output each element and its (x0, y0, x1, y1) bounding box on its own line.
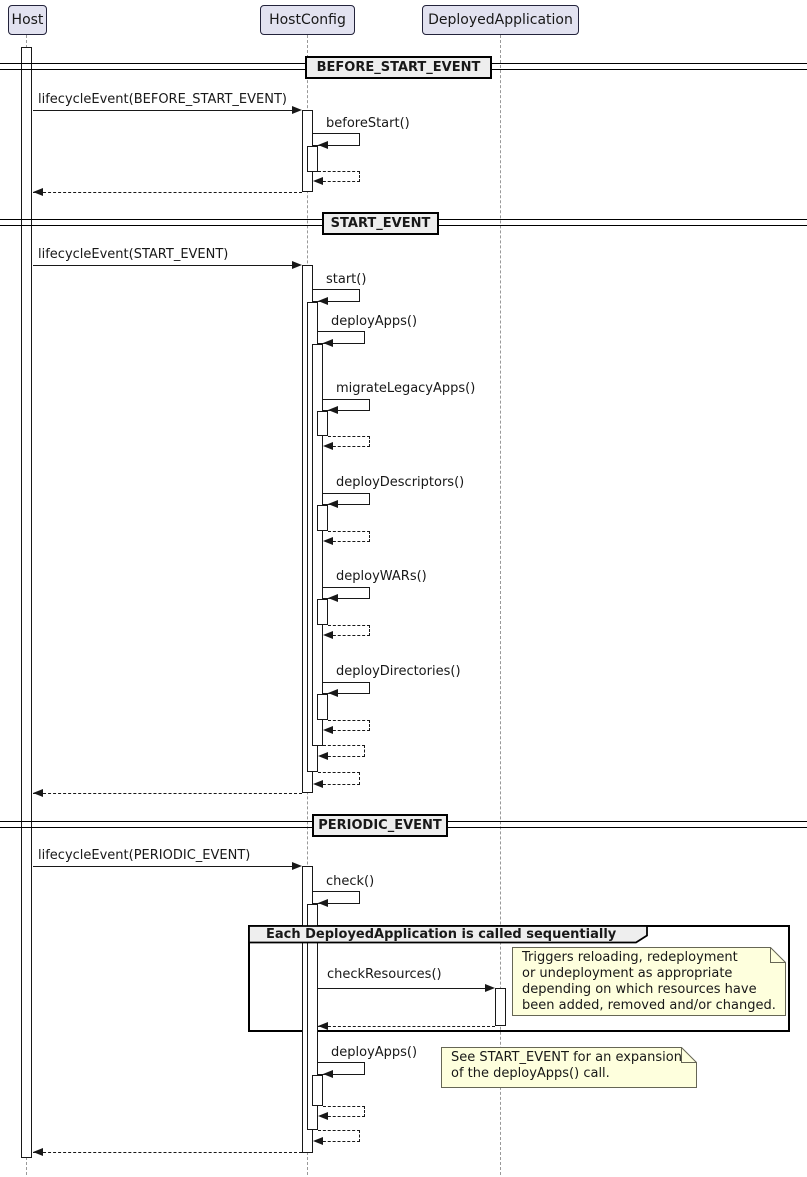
arrowhead-icon (33, 789, 43, 797)
note-background (512, 947, 786, 1016)
arrowhead-icon (328, 500, 338, 508)
arrowhead-icon (323, 631, 333, 639)
return-lifecycle-start (33, 793, 302, 794)
message-label-deploy-apps-periodic: deployApps() (331, 1045, 418, 1060)
self-call-deploy-descriptors (323, 493, 370, 505)
arrowhead-icon (318, 899, 328, 907)
arrowhead-icon (323, 726, 333, 734)
activation-bar-check (307, 904, 318, 1130)
arrowhead-icon (328, 594, 338, 602)
activation-bar-deploy-apps-periodic (312, 1075, 323, 1106)
arrowhead-icon (313, 780, 323, 788)
message-label-deploy-wars: deployWARs() (336, 569, 427, 584)
arrowhead-icon (328, 406, 338, 414)
message-label-deploy-directories: deployDirectories() (336, 664, 461, 679)
arrowhead-icon (292, 862, 302, 870)
message-label-deploy-apps-start: deployApps() (331, 314, 418, 329)
divider-periodic-event: PERIODIC_EVENT (312, 814, 448, 837)
self-return-check (318, 1130, 360, 1142)
participant-hostconfig-label: HostConfig (269, 12, 346, 28)
arrowhead-icon (33, 188, 43, 196)
activation-bar-deployedapplication (495, 988, 506, 1026)
self-return-deploy-apps-periodic (323, 1106, 365, 1117)
self-call-deploy-directories (323, 682, 370, 694)
self-call-check (313, 891, 360, 904)
self-call-migrate-legacy-apps (323, 399, 370, 411)
self-call-before-start (313, 133, 360, 146)
return-lifecycle-periodic (33, 1152, 302, 1153)
message-label-before-start: beforeStart() (326, 116, 410, 131)
self-call-deploy-apps-start (318, 331, 365, 344)
participant-host-label: Host (11, 12, 44, 28)
participant-hostconfig: HostConfig (260, 5, 355, 35)
arrowhead-icon (318, 141, 328, 149)
arrowhead-icon (318, 1022, 328, 1030)
arrowhead-icon (292, 106, 302, 114)
divider-before-start-label: BEFORE_START_EVENT (316, 60, 481, 75)
message-label-deploy-descriptors: deployDescriptors() (336, 475, 465, 490)
participant-host: Host (8, 5, 47, 35)
arrowhead-icon (323, 537, 333, 545)
divider-start-event: START_EVENT (322, 212, 439, 235)
self-return-deploy-apps-start (323, 745, 365, 757)
participant-deployedapplication: DeployedApplication (422, 5, 579, 35)
arrowhead-icon (323, 339, 333, 347)
activation-bar-host (21, 47, 32, 1158)
message-label-lifecycle-start: lifecycleEvent(START_EVENT) (38, 247, 229, 262)
self-call-deploy-apps-periodic (318, 1062, 365, 1075)
lifeline-deployedapplication (500, 35, 501, 1175)
message-label-lifecycle-periodic: lifecycleEvent(PERIODIC_EVENT) (38, 848, 251, 863)
return-check-resources (318, 1026, 495, 1027)
note-background (441, 1047, 697, 1088)
arrowhead-icon (33, 1148, 43, 1156)
arrowhead-icon (485, 984, 495, 992)
arrowhead-icon (323, 442, 333, 450)
arrow-lifecycle-start (33, 265, 295, 266)
divider-periodic-label: PERIODIC_EVENT (318, 818, 442, 833)
activation-bar-deploy-descriptors (317, 505, 328, 531)
arrowhead-icon (313, 1137, 323, 1145)
arrowhead-icon (318, 752, 328, 760)
activation-bar-deploy-directories (317, 694, 328, 720)
self-return-deploy-wars (328, 625, 370, 636)
divider-before-start-event: BEFORE_START_EVENT (305, 56, 492, 79)
message-label-lifecycle-before-start: lifecycleEvent(BEFORE_START_EVENT) (38, 92, 287, 107)
arrowhead-icon (292, 261, 302, 269)
arrowhead-icon (318, 297, 328, 305)
message-label-migrate-legacy-apps: migrateLegacyApps() (336, 381, 476, 396)
self-return-start (318, 772, 360, 785)
note-check-resources-text: Triggers reloading, redeployment or unde… (522, 950, 776, 1013)
return-lifecycle-before-start (33, 192, 302, 193)
message-label-check-resources: checkResources() (327, 967, 442, 982)
group-header (248, 925, 648, 944)
message-label-check: check() (326, 874, 375, 889)
self-return-deploy-descriptors (328, 531, 370, 542)
self-return-migrate-legacy-apps (328, 436, 370, 447)
activation-bar-migrate-legacy-apps (317, 411, 328, 436)
divider-start-label: START_EVENT (330, 216, 431, 231)
activation-bar-deploy-apps-start (312, 344, 323, 746)
note-deploy-apps-text: See START_EVENT for an expansion of the … (451, 1050, 682, 1081)
arrowhead-icon (318, 1112, 328, 1120)
activation-bar-before-start (307, 146, 318, 172)
group-header-label: Each DeployedApplication is called seque… (266, 927, 617, 942)
arrow-lifecycle-before-start (33, 110, 295, 111)
note-deploy-apps: See START_EVENT for an expansion of the … (441, 1047, 697, 1088)
arrowhead-icon (323, 1070, 333, 1078)
activation-bar-deploy-wars (317, 599, 328, 625)
self-return-before-start (318, 171, 360, 182)
participant-deployedapplication-label: DeployedApplication (428, 12, 573, 28)
note-check-resources: Triggers reloading, redeployment or unde… (512, 947, 786, 1016)
self-call-start (313, 289, 360, 302)
arrowhead-icon (328, 689, 338, 697)
arrow-check-resources (318, 988, 488, 989)
self-return-deploy-directories (328, 720, 370, 731)
self-call-deploy-wars (323, 587, 370, 599)
arrow-lifecycle-periodic (33, 866, 295, 867)
arrowhead-icon (313, 177, 323, 185)
message-label-start: start() (326, 272, 367, 287)
